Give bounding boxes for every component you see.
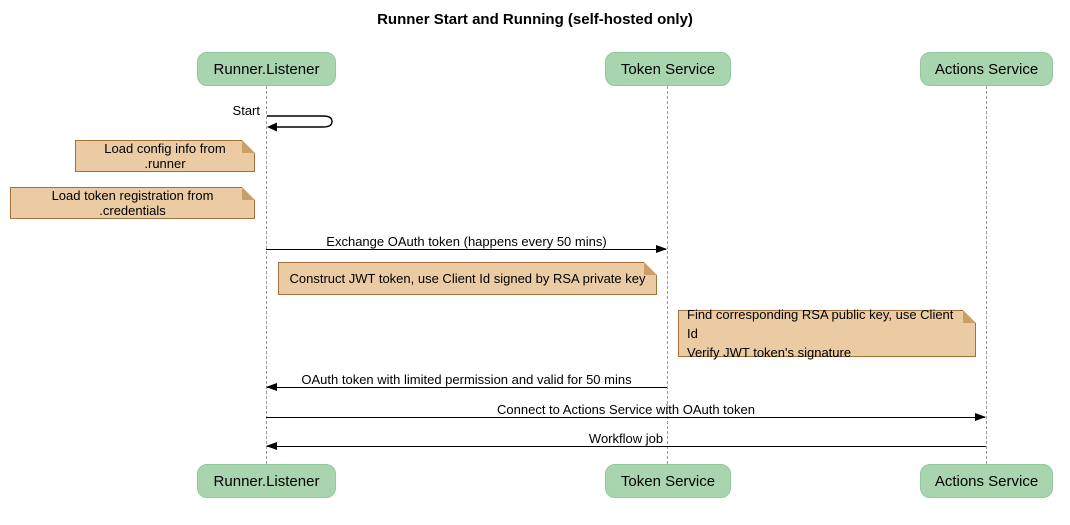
message-label-oauth-token: OAuth token with limited permission and … xyxy=(301,372,632,387)
note-construct-jwt: Construct JWT token, use Client Id signe… xyxy=(278,262,657,295)
lifeline-token-service xyxy=(667,86,668,464)
participant-top-runner-listener: Runner.Listener xyxy=(197,52,336,86)
message-label-exchange-oauth: Exchange OAuth token (happens every 50 m… xyxy=(326,234,607,249)
participant-top-actions-service: Actions Service xyxy=(920,52,1053,86)
note-text-line1: Find corresponding RSA public key, use C… xyxy=(687,307,954,341)
message-line xyxy=(266,249,666,250)
note-text: Load token registration from .credential… xyxy=(51,188,214,218)
lifeline-runner-listener xyxy=(266,86,267,464)
diagram-title: Runner Start and Running (self-hosted on… xyxy=(377,11,693,28)
note-text: Load config info from .runner xyxy=(104,141,226,171)
arrowhead-left-icon xyxy=(266,383,277,391)
message-line xyxy=(267,446,986,447)
note-verify-jwt: Find corresponding RSA public key, use C… xyxy=(678,307,976,360)
message-label-connect-actions: Connect to Actions Service with OAuth to… xyxy=(497,402,755,417)
message-label-start: Start xyxy=(232,103,260,118)
self-message-arrow xyxy=(267,115,333,132)
message-line xyxy=(266,417,985,418)
arrowhead-right-icon xyxy=(975,413,986,421)
note-load-token-registration: Load token registration from .credential… xyxy=(10,187,255,219)
participant-top-token-service: Token Service xyxy=(605,52,731,86)
arrowhead-left-icon xyxy=(266,442,277,450)
message-label-workflow-job: Workflow job xyxy=(588,431,664,446)
lifeline-actions-service xyxy=(986,86,987,464)
note-load-config: Load config info from .runner xyxy=(75,140,255,172)
note-text-line2: Verify JWT token's signature xyxy=(687,345,852,360)
participant-bottom-token-service: Token Service xyxy=(605,464,731,498)
note-text: Construct JWT token, use Client Id signe… xyxy=(289,271,646,286)
participant-bottom-runner-listener: Runner.Listener xyxy=(197,464,336,498)
participant-bottom-actions-service: Actions Service xyxy=(920,464,1053,498)
arrowhead-right-icon xyxy=(656,245,667,253)
message-line xyxy=(267,387,667,388)
